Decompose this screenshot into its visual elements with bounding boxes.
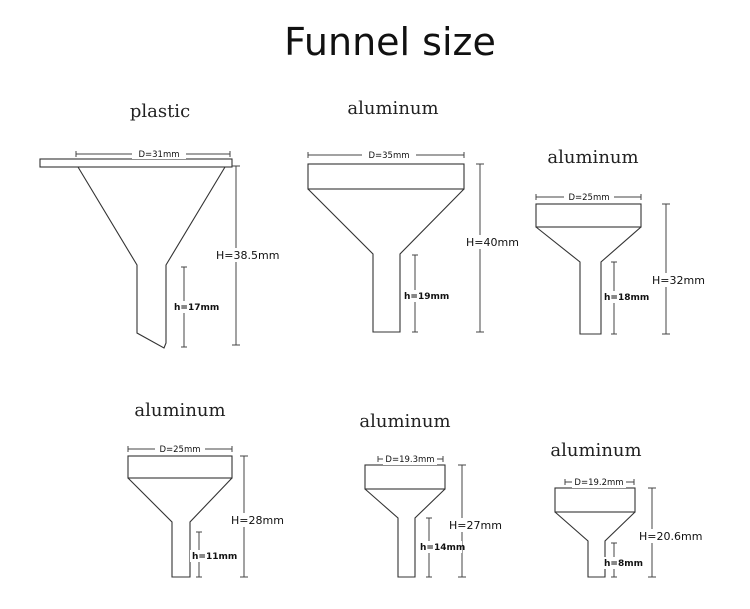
svg-text:H=32mm: H=32mm xyxy=(652,274,705,287)
funnel-plastic: plastic D=31mm H=38.5mm h=17mm xyxy=(39,101,280,349)
diameter-dimension: D=19.3mm xyxy=(377,453,444,465)
funnel-outline xyxy=(364,464,446,578)
funnel-aluminum-3: aluminum D=25mm H=28mm h=11mm xyxy=(127,400,285,578)
svg-text:h=17mm: h=17mm xyxy=(174,303,219,313)
stem-dimension: h=14mm xyxy=(418,517,465,578)
svg-text:D=31mm: D=31mm xyxy=(138,150,179,160)
svg-text:h=18mm: h=18mm xyxy=(604,293,649,303)
svg-text:H=27mm: H=27mm xyxy=(449,519,502,532)
svg-text:h=19mm: h=19mm xyxy=(404,292,449,302)
stem-dimension: h=11mm xyxy=(190,531,237,578)
svg-text:D=25mm: D=25mm xyxy=(568,193,609,203)
diameter-dimension: D=25mm xyxy=(535,190,642,203)
funnel-outline xyxy=(127,455,233,578)
stem-dimension: h=8mm xyxy=(602,542,643,578)
funnel-aluminum-4: aluminum D=19.3mm H=27mm h=14mm xyxy=(359,411,503,578)
svg-text:H=40mm: H=40mm xyxy=(466,236,519,249)
svg-text:h=11mm: h=11mm xyxy=(192,552,237,562)
height-dimension: H=40mm xyxy=(464,163,520,333)
diameter-dimension: D=35mm xyxy=(307,148,465,161)
funnel-aluminum-1: aluminum D=35mm H=40mm h=19mm xyxy=(307,98,520,333)
material-label: aluminum xyxy=(547,147,638,168)
funnel-outline xyxy=(307,163,465,333)
page-title: Funnel size xyxy=(284,20,496,64)
funnel-outline xyxy=(535,203,642,335)
diameter-dimension: D=19.2mm xyxy=(564,476,635,488)
svg-text:H=38.5mm: H=38.5mm xyxy=(216,249,279,262)
svg-text:h=8mm: h=8mm xyxy=(604,559,643,569)
diameter-dimension: D=31mm xyxy=(75,147,231,160)
material-label: aluminum xyxy=(134,400,225,421)
stem-dimension: h=19mm xyxy=(402,254,449,333)
svg-text:H=20.6mm: H=20.6mm xyxy=(639,530,702,543)
material-label: aluminum xyxy=(550,440,641,461)
funnel-aluminum-2: aluminum D=25mm H=32mm h=18mm xyxy=(535,147,708,335)
svg-text:D=19.3mm: D=19.3mm xyxy=(385,455,434,465)
svg-text:h=14mm: h=14mm xyxy=(420,543,465,553)
svg-text:H=28mm: H=28mm xyxy=(231,514,284,527)
material-label: plastic xyxy=(130,101,190,122)
diameter-dimension: D=25mm xyxy=(127,442,233,455)
height-dimension: H=27mm xyxy=(447,464,503,578)
funnel-aluminum-5: aluminum D=19.2mm H=20.6mm h=8mm xyxy=(550,440,703,578)
height-dimension: H=20.6mm xyxy=(637,487,703,578)
material-label: aluminum xyxy=(359,411,450,432)
height-dimension: H=28mm xyxy=(229,455,285,578)
svg-text:D=19.2mm: D=19.2mm xyxy=(574,478,623,488)
height-dimension: H=32mm xyxy=(650,203,708,335)
material-label: aluminum xyxy=(347,98,438,119)
stem-dimension: h=18mm xyxy=(602,261,649,335)
stem-dimension: h=17mm xyxy=(172,266,219,348)
svg-text:D=35mm: D=35mm xyxy=(368,151,409,161)
height-dimension: H=38.5mm xyxy=(214,165,280,346)
svg-text:D=25mm: D=25mm xyxy=(159,445,200,455)
funnel-outline xyxy=(39,158,233,349)
